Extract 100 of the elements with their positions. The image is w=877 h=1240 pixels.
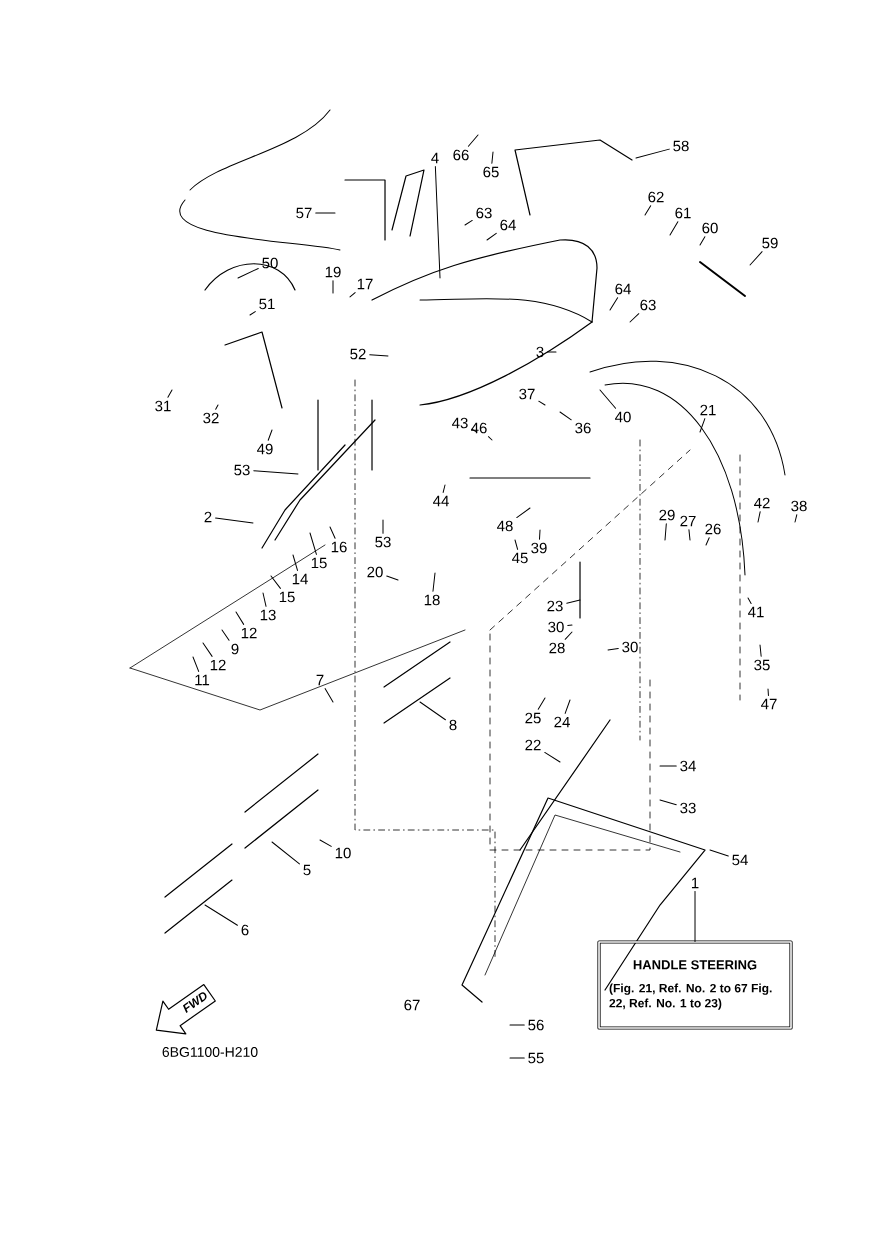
callout-number: 39 (531, 542, 547, 554)
callout-number: 63 (640, 299, 656, 311)
callout-number: 3 (536, 346, 544, 358)
leader-line (237, 268, 259, 279)
leader-line (419, 701, 446, 721)
leader-line (442, 484, 446, 493)
callout-number: 10 (335, 847, 351, 859)
leader-line (329, 526, 336, 539)
leader-line (467, 134, 479, 147)
leader-line (709, 849, 729, 857)
leader-line (564, 631, 573, 640)
callout-number: 47 (761, 698, 777, 710)
leader-line (767, 688, 769, 696)
callout-number: 49 (257, 443, 273, 455)
callout-number: 35 (754, 659, 770, 671)
callout-number: 16 (331, 541, 347, 553)
callout-number: 9 (231, 643, 239, 655)
leader-line (369, 354, 389, 357)
callout-number: 57 (296, 207, 312, 219)
callout-number: 36 (575, 422, 591, 434)
callout-number: 53 (375, 536, 391, 548)
callout-number: 6 (241, 924, 249, 936)
leader-line (262, 592, 267, 607)
leader-line (514, 539, 519, 550)
callout-number: 50 (262, 257, 278, 269)
callout-number: 31 (155, 400, 171, 412)
callout-number: 32 (203, 412, 219, 424)
callout-number: 53 (234, 464, 250, 476)
callout-number: 60 (702, 222, 718, 234)
leader-line (567, 624, 573, 627)
leader-line (537, 697, 546, 710)
leader-line (204, 904, 238, 926)
leader-line (664, 523, 667, 541)
callout-number: 5 (303, 864, 311, 876)
callout-number: 48 (497, 520, 513, 532)
leader-line (491, 151, 494, 164)
info-box: HANDLE STEERING (Fig. 21, Ref. No. 2 to 67 Fig. 22, Ref. No. 1 to 23) (597, 940, 793, 1030)
callout-number: 28 (549, 642, 565, 654)
callout-number: 7 (316, 674, 324, 686)
callout-number: 42 (754, 497, 770, 509)
leader-line (349, 292, 356, 298)
leader-line (202, 642, 213, 657)
callout-number: 46 (471, 422, 487, 434)
leader-line (471, 428, 478, 433)
leader-line (794, 514, 798, 523)
callout-number: 4 (431, 152, 439, 164)
leader-line (434, 166, 441, 279)
callout-number: 58 (673, 140, 689, 152)
leader-line (386, 575, 399, 581)
leader-line (635, 148, 670, 159)
leader-line (564, 699, 571, 714)
leader-line (688, 529, 691, 541)
callout-number: 64 (500, 219, 516, 231)
leader-line (215, 517, 254, 524)
callout-number: 20 (367, 566, 383, 578)
callout-number: 2 (204, 511, 212, 523)
leader-line (544, 751, 561, 763)
callout-number: 61 (675, 207, 691, 219)
callout-number: 45 (512, 552, 528, 564)
leader-line (487, 436, 493, 441)
callout-number: 41 (748, 606, 764, 618)
callout-number: 66 (453, 149, 469, 161)
callout-number: 59 (762, 237, 778, 249)
callout-number: 55 (528, 1052, 544, 1064)
callout-number: 67 (404, 999, 420, 1011)
callout-number: 15 (279, 591, 295, 603)
leader-line (192, 656, 200, 672)
callout-number: 24 (554, 716, 570, 728)
leader-line (309, 532, 317, 555)
callout-number: 30 (548, 621, 564, 633)
leader-line (332, 280, 334, 294)
leader-line (659, 799, 677, 806)
leader-line (221, 629, 230, 641)
drawing-number: 6BG1100-H210 (162, 1047, 258, 1057)
leader-line (559, 411, 572, 421)
leader-line (659, 765, 677, 767)
leader-line (599, 389, 617, 409)
leader-line (509, 1024, 525, 1026)
callout-number: 37 (519, 388, 535, 400)
callout-number: 56 (528, 1019, 544, 1031)
callout-number: 51 (259, 298, 275, 310)
callout-number: 27 (680, 515, 696, 527)
leader-line (694, 891, 696, 943)
callout-number: 43 (452, 417, 468, 429)
leader-line (319, 839, 332, 847)
callout-number: 40 (615, 411, 631, 423)
leader-line (292, 554, 298, 571)
callout-number: 54 (732, 854, 748, 866)
leader-line (315, 212, 336, 214)
callout-number: 1 (691, 877, 699, 889)
leader-line (215, 404, 219, 410)
leader-line (509, 1057, 525, 1059)
leader-line (609, 297, 619, 311)
leader-line (607, 648, 619, 651)
leader-line (644, 205, 652, 216)
leader-line (249, 311, 256, 316)
callout-number: 11 (195, 674, 210, 686)
leader-line (629, 313, 640, 323)
leader-line (432, 572, 436, 592)
callout-number: 30 (622, 641, 638, 653)
